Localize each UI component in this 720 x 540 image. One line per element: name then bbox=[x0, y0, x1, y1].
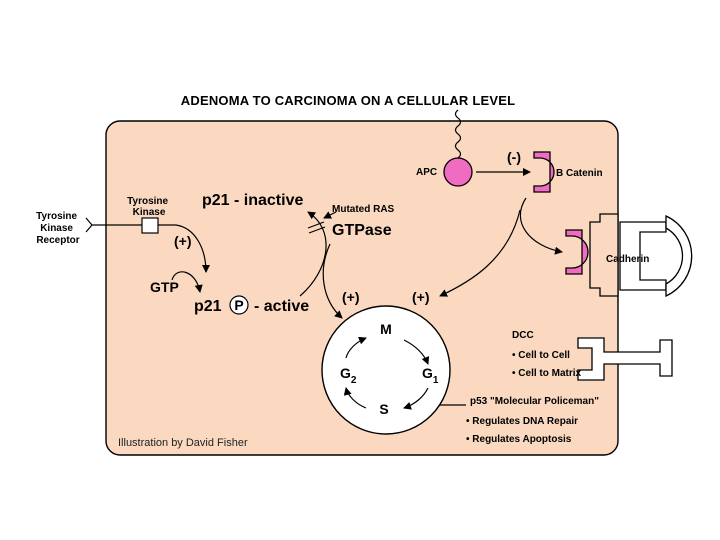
apc-protein bbox=[443, 109, 473, 187]
phase-g1-label: G1 bbox=[422, 365, 439, 386]
kinase-plus-label: (+) bbox=[174, 233, 192, 249]
cadherin-bcatenin-shape bbox=[565, 229, 589, 275]
phospho-label: P bbox=[234, 297, 243, 313]
gtp-arrow bbox=[171, 271, 203, 293]
receptor-label: Tyrosine Kinase Receptor bbox=[36, 211, 80, 246]
phospho-circle bbox=[229, 295, 249, 315]
plus-left-label: (+) bbox=[342, 289, 360, 305]
gtp-label: GTP bbox=[150, 279, 179, 295]
cycle-arrow-s-g2 bbox=[343, 387, 367, 409]
b-catenin-label: B Catenin bbox=[556, 168, 603, 179]
dcc-receptor bbox=[577, 337, 673, 381]
p53-item-dna-repair: • Regulates DNA Repair bbox=[466, 416, 578, 427]
p53-item-apoptosis: • Regulates Apoptosis bbox=[466, 434, 572, 445]
illustration-credit: Illustration by David Fisher bbox=[118, 437, 248, 449]
b-catenin-shape bbox=[533, 151, 555, 193]
kinase-box bbox=[141, 217, 159, 234]
kinase-label: Tyrosine Kinase bbox=[127, 196, 171, 218]
mutated-ras-arrow bbox=[323, 211, 337, 219]
plus-right-label: (+) bbox=[412, 289, 430, 305]
phase-s-label: S bbox=[379, 401, 388, 417]
mutated-ras-label: Mutated RAS bbox=[332, 204, 395, 215]
mutated-ras-block bbox=[307, 221, 326, 234]
phase-m-label: M bbox=[380, 321, 392, 337]
dcc-label: DCC bbox=[512, 330, 534, 341]
p21-active-prefix: p21 bbox=[194, 298, 222, 315]
cadherin-label: Cadherin bbox=[606, 254, 649, 265]
bcatenin-to-cycle-arrow bbox=[439, 209, 521, 297]
minus-label: (-) bbox=[507, 149, 521, 165]
cycle-arrow-m-g1 bbox=[403, 339, 430, 365]
phase-g2-label: G2 bbox=[340, 365, 357, 386]
apc-label: APC bbox=[416, 167, 437, 178]
cycle-arrow-g2-m bbox=[345, 336, 367, 359]
receptor-line bbox=[85, 217, 210, 273]
dcc-item-cell-to-matrix: • Cell to Matrix bbox=[512, 368, 582, 379]
diagram-title: ADENOMA TO CARCINOMA ON A CELLULAR LEVEL bbox=[181, 93, 515, 108]
cadherin-receptor bbox=[589, 213, 693, 298]
gtpase-arrow bbox=[299, 211, 327, 297]
bcatenin-to-cadherin-arrow bbox=[519, 197, 563, 255]
ras-to-cycle-arrow bbox=[322, 243, 343, 319]
p21-active-suffix: - active bbox=[254, 298, 309, 315]
cell-cycle-circle bbox=[321, 305, 451, 435]
p53-label: p53 "Molecular Policeman" bbox=[470, 396, 599, 407]
cycle-arrow-g1-s bbox=[403, 387, 429, 410]
dcc-item-cell-to-cell: • Cell to Cell bbox=[512, 350, 570, 361]
gtpase-label: GTPase bbox=[332, 222, 392, 239]
p21-inactive-label: p21 - inactive bbox=[202, 192, 303, 209]
